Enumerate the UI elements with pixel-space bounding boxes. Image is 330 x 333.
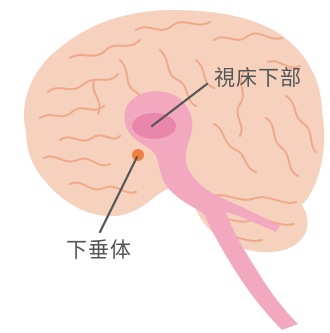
pituitary-gland bbox=[132, 149, 144, 161]
pituitary-label: 下垂体 bbox=[66, 234, 132, 264]
hypothalamus-label: 視床下部 bbox=[214, 62, 302, 92]
hypothalamus-region bbox=[132, 113, 176, 139]
